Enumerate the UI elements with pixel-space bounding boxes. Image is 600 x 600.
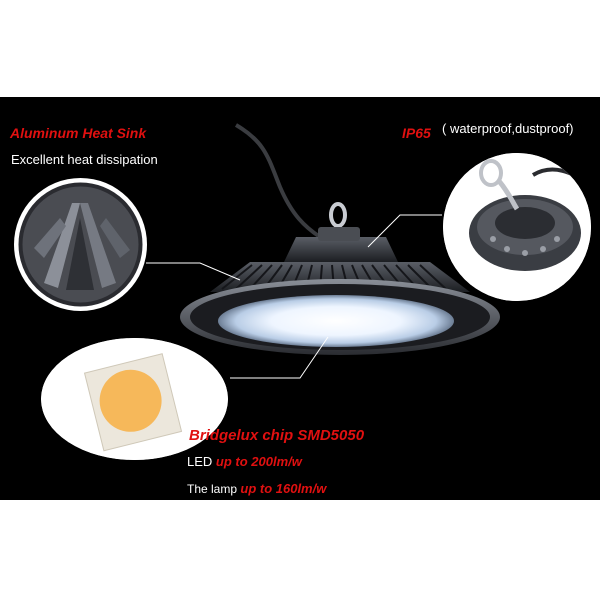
callout-lines [146, 214, 442, 379]
power-cable [234, 123, 322, 239]
chip-closeup [41, 338, 228, 460]
led-chip-icon [41, 338, 228, 460]
led-label: LED [187, 454, 213, 469]
heat-sink-subtitle: Excellent heat dissipation [11, 152, 158, 167]
chip-title: Bridgelux chip SMD5050 [189, 427, 365, 444]
ip-rating-detail: ( waterproof,dustproof) [442, 121, 574, 136]
heat-sink-title: Aluminum Heat Sink [10, 125, 147, 141]
ip65-closeup [443, 153, 591, 301]
driver-housing [284, 237, 398, 262]
driver-cap [318, 227, 360, 241]
hanging-hook [329, 202, 347, 228]
product-panel: Aluminum Heat Sink Excellent heat dissip… [0, 97, 600, 500]
lamp-label: The lamp [187, 482, 238, 496]
lamp-efficacy-line: The lamp up to 160lm/w [187, 481, 326, 496]
led-diffuser [218, 295, 454, 347]
driver-housing-detail-icon [443, 153, 591, 301]
heat-sink-closeup [14, 178, 147, 311]
led-efficacy-line: LED up to 200lm/w [187, 454, 302, 469]
ufo-high-bay-lamp-illustration [146, 123, 500, 379]
lamp-value: up to 160lm/w [240, 481, 327, 496]
led-value: up to 200lm/w [215, 454, 302, 469]
heat-sink-fins-detail-icon [18, 182, 143, 307]
ip-rating-title: IP65 [402, 125, 431, 141]
